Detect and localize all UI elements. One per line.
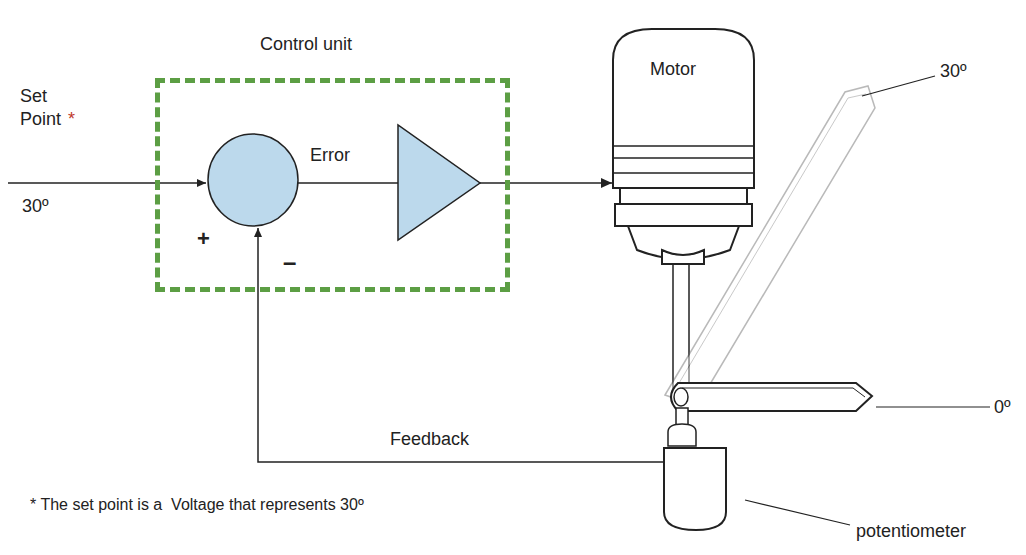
amplifier-triangle [398,125,480,240]
signal-label: Error [310,144,350,167]
group-title: Control unit [260,33,352,56]
potentiometer-body [664,408,726,530]
sign-minus: – [283,250,296,273]
signal-label: Feedback [390,428,469,451]
footnote-mark: * [68,108,75,131]
footnote: * The set point is a Voltage that repres… [30,493,364,516]
leader-line [745,500,850,525]
sign-plus: + [197,227,210,250]
summing-junction [208,134,298,226]
leader-line [862,76,935,96]
arm-0 [671,383,872,411]
motor-label: Motor [650,58,696,81]
input-line [8,182,206,184]
set-point-value: 30º [22,195,49,218]
motor-body: Motor [612,28,755,265]
leader-line [876,406,990,407]
part-label: potentiometer [856,520,966,543]
feedback-line [258,228,668,462]
control-unit-box: Control unit [155,78,510,292]
set-point-label: Set Point [20,85,72,131]
signal-arrow [510,182,612,184]
angle-label: 0º [994,396,1011,419]
error-line [298,182,398,184]
angle-label: 30º [940,60,967,83]
